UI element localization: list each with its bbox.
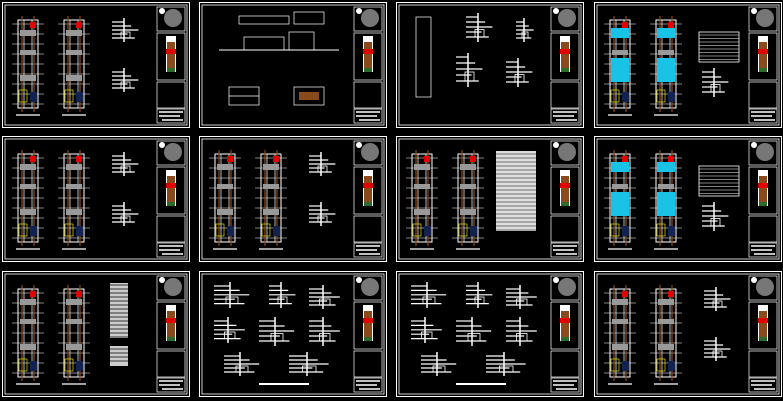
sheet-drawing (396, 136, 584, 262)
sheet-drawing (2, 271, 190, 397)
drawing-content (415, 13, 534, 98)
drawing-content (12, 283, 128, 385)
title-block (748, 140, 778, 258)
drawing-sheet-3[interactable] (396, 2, 584, 128)
drawing-sheet-9[interactable] (2, 271, 190, 397)
sheet-drawing (594, 136, 782, 262)
drawing-sheet-6[interactable] (199, 136, 387, 262)
drawing-content (214, 282, 340, 385)
drawing-sheet-2[interactable] (199, 2, 387, 128)
drawing-content (12, 16, 139, 116)
sheet-drawing (199, 136, 387, 262)
title-block (156, 140, 186, 258)
title-block (353, 6, 383, 124)
title-block (156, 275, 186, 393)
sheet-drawing (2, 136, 190, 262)
title-block (550, 140, 580, 258)
drawing-sheet-11[interactable] (396, 271, 584, 397)
sheet-drawing (199, 2, 387, 128)
drawing-sheet-10[interactable] (199, 271, 387, 397)
title-block (156, 6, 186, 124)
sheet-drawing (396, 2, 584, 128)
drawing-content (411, 282, 537, 385)
sheet-drawing (2, 2, 190, 128)
drawing-sheet-8[interactable] (594, 136, 782, 262)
sheet-drawing (594, 2, 782, 128)
drawing-content (219, 11, 339, 106)
title-block (353, 140, 383, 258)
sheet-drawing (594, 271, 782, 397)
title-block (550, 6, 580, 124)
sheet-drawing (396, 271, 584, 397)
drawing-sheet-4[interactable] (594, 2, 782, 128)
drawing-sheet-5[interactable] (2, 136, 190, 262)
drawing-content (604, 150, 740, 250)
title-block (353, 275, 383, 393)
title-block (748, 275, 778, 393)
drawing-sheet-1[interactable] (2, 2, 190, 128)
drawing-content (12, 150, 139, 250)
drawing-sheet-7[interactable] (396, 136, 584, 262)
title-block (748, 6, 778, 124)
drawing-content (209, 150, 336, 250)
drawing-content (406, 150, 536, 250)
drawing-content (604, 16, 740, 116)
drawing-content (604, 285, 731, 385)
drawing-sheet-12[interactable] (594, 271, 782, 397)
sheet-drawing (199, 271, 387, 397)
title-block (550, 275, 580, 393)
